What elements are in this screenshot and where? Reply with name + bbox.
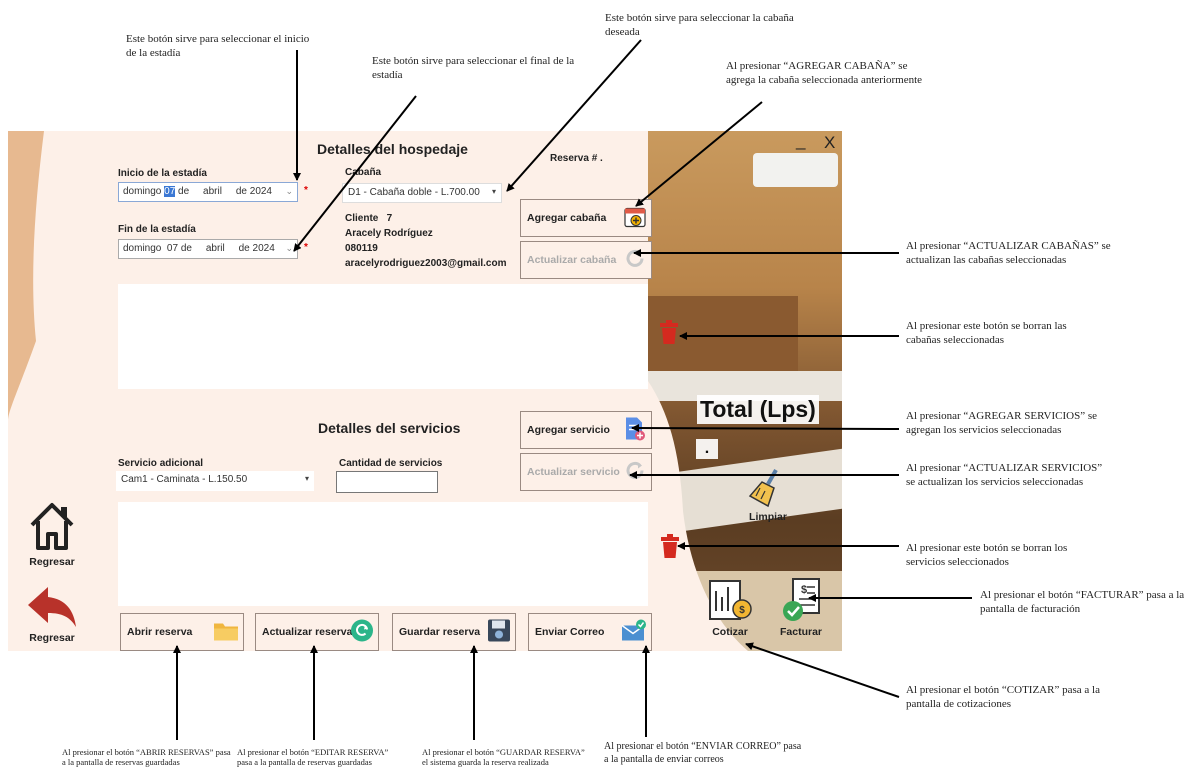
regresar-back-label: Regresar (29, 632, 75, 644)
inicio-required-mark: * (304, 185, 308, 196)
reservation-window: _ X Detalles del hospedaje Reserva # . I… (8, 131, 842, 651)
total-label: Total (Lps) (697, 395, 819, 424)
limpiar-button[interactable]: Limpiar (738, 468, 798, 523)
invoice-icon: $ (779, 578, 823, 626)
minimize-button[interactable]: _ (796, 131, 806, 150)
annotation-guardar: Al presionar el botón “GUARDAR RESERVA” … (422, 747, 585, 767)
servicio-selected: Cam1 - Caminata - L.150.50 (121, 474, 248, 485)
abrir-reserva-label: Abrir reserva (127, 626, 193, 638)
annotation-actualizar-cabanas: Al presionar “ACTUALIZAR CABAÑAS” se act… (906, 240, 1111, 266)
enviar-correo-label: Enviar Correo (535, 626, 605, 638)
annotation-facturar: Al presionar el botón “FACTURAR” pasa a … (980, 589, 1185, 615)
calendar-add-icon (623, 205, 647, 232)
arrow-cotizar (745, 642, 900, 698)
facturar-label: Facturar (779, 626, 822, 638)
cantidad-label: Cantidad de servicios (339, 458, 443, 469)
annotation-cotizar: Al presionar el botón “COTIZAR” pasa a l… (906, 684, 1100, 710)
dropdown-arrow-icon: ▾ (304, 474, 309, 483)
sync-icon (350, 619, 374, 646)
actualizar-cabana-button[interactable]: Actualizar cabaña (520, 241, 652, 279)
servicio-label: Servicio adicional (118, 458, 204, 469)
facturar-button[interactable]: $ Facturar (772, 577, 830, 638)
actualizar-reserva-label: Actualizar reserva (262, 626, 353, 638)
limpiar-label: Limpiar (749, 511, 787, 523)
refresh-icon (623, 247, 647, 274)
folder-icon (213, 620, 239, 645)
cabanas-list[interactable] (118, 284, 648, 389)
annotation-borrar-cabanas: Al presionar este botón se borran las ca… (906, 320, 1067, 346)
inicio-weekday: domingo (123, 186, 162, 197)
hospedaje-title: Detalles del hospedaje (317, 141, 468, 157)
quote-icon: $ (706, 580, 754, 626)
fin-required-mark: * (304, 242, 308, 253)
fin-value: domingo 07 de abril de 2024 (123, 243, 275, 254)
broom-icon (746, 469, 790, 511)
air-conditioner-image (753, 153, 838, 187)
agregar-servicio-label: Agregar servicio (527, 424, 610, 436)
delete-servicios-trash-icon[interactable] (660, 533, 680, 564)
actualizar-reserva-button[interactable]: Actualizar reserva (255, 613, 379, 651)
agregar-cabana-label: Agregar cabaña (527, 212, 607, 224)
agregar-servicio-button[interactable]: Agregar servicio (520, 411, 652, 449)
annotation-inicio: Este botón sirve para seleccionar el ini… (126, 33, 310, 59)
regresar-back-button[interactable]: Regresar (22, 585, 82, 644)
annotation-agregar-servicios: Al presionar “AGREGAR SERVICIOS” se agre… (906, 410, 1097, 436)
servicios-title: Detalles del servicios (318, 420, 461, 436)
regresar-home-button[interactable]: Regresar (22, 499, 82, 568)
email-icon (621, 619, 647, 646)
cantidad-input[interactable] (336, 471, 438, 493)
chevron-down-icon: ⌄ (285, 243, 293, 253)
refresh-icon (623, 459, 647, 486)
home-icon (27, 503, 77, 556)
annotation-enviar: Al presionar el botón “ENVIAR CORREO” pa… (604, 741, 802, 765)
client-info: Cliente 7 Aracely Rodríguez 080119 arace… (345, 211, 507, 271)
annotation-actualizar-servicios: Al presionar “ACTUALIZAR SERVICIOS” se a… (906, 462, 1103, 488)
client-name: Aracely Rodríguez (345, 228, 433, 239)
actualizar-servicio-button[interactable]: Actualizar servicio (520, 453, 652, 491)
annotation-final: Este botón sirve para seleccionar el fin… (372, 55, 575, 81)
reserva-value: . (600, 153, 603, 164)
agregar-cabana-button[interactable]: Agregar cabaña (520, 199, 652, 237)
delete-cabanas-trash-icon[interactable] (659, 319, 679, 350)
document-add-icon (623, 416, 647, 445)
inicio-day: 07 (164, 186, 176, 197)
actualizar-servicio-label: Actualizar servicio (527, 466, 620, 478)
guardar-reserva-button[interactable]: Guardar reserva (392, 613, 516, 651)
cabana-label: Cabaña (345, 167, 382, 178)
annotation-cabana: Este botón sirve para seleccionar la cab… (605, 12, 794, 38)
annotation-borrar-servicios: Al presionar este botón se borran los se… (906, 542, 1068, 568)
guardar-reserva-label: Guardar reserva (399, 626, 481, 638)
reserva-label: Reserva # (550, 153, 598, 164)
back-arrow-icon (26, 587, 78, 632)
background-wave (8, 131, 748, 651)
enviar-correo-button[interactable]: Enviar Correo (528, 613, 652, 651)
inicio-rest: de abril de 2024 (178, 186, 272, 197)
client-id: Cliente 7 (345, 213, 393, 224)
cotizar-button[interactable]: $ Cotizar (702, 577, 758, 638)
annotation-agregar-cabana: Al presionar “AGREGAR CABAÑA” se agrega … (726, 60, 923, 86)
inicio-date-picker[interactable]: domingo 07 de abril de 2024 ⌄ (118, 182, 298, 202)
svg-text:$: $ (739, 605, 745, 616)
fin-label: Fin de la estadía (118, 224, 196, 235)
servicios-list[interactable] (118, 502, 648, 606)
client-phone: 080119 (345, 243, 378, 254)
svg-text:$: $ (801, 584, 807, 596)
total-value: . (696, 439, 718, 459)
fin-date-picker[interactable]: domingo 07 de abril de 2024 ⌄ (118, 239, 298, 259)
cabana-selected: D1 - Cabaña doble - L.700.00 (348, 187, 480, 198)
save-icon (487, 619, 511, 646)
close-button[interactable]: X (824, 133, 836, 152)
annotation-abrir: Al presionar el botón “ABRIR RESERVAS” p… (62, 747, 231, 767)
cabana-select[interactable]: D1 - Cabaña doble - L.700.00 ▾ (342, 183, 502, 203)
dropdown-arrow-icon: ▾ (491, 187, 496, 196)
servicio-select[interactable]: Cam1 - Caminata - L.150.50 ▾ (116, 471, 314, 491)
actualizar-cabana-label: Actualizar cabaña (527, 254, 617, 266)
inicio-label: Inicio de la estadía (118, 168, 207, 179)
cotizar-label: Cotizar (712, 626, 748, 638)
abrir-reserva-button[interactable]: Abrir reserva (120, 613, 244, 651)
annotation-editar: Al presionar el botón “EDITAR RESERVA” p… (237, 747, 389, 767)
chevron-down-icon: ⌄ (285, 186, 293, 196)
client-email: aracelyrodriguez2003@gmail.com (345, 258, 507, 269)
regresar-home-label: Regresar (29, 556, 75, 568)
